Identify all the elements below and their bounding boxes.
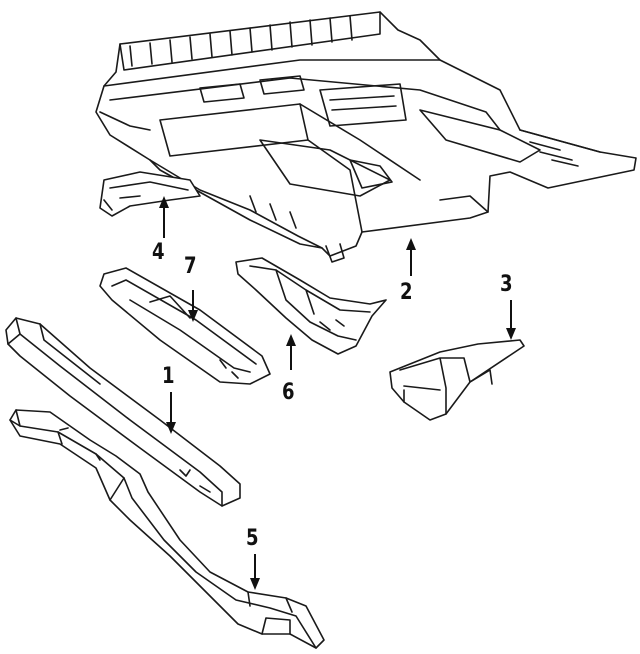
- callout-arrow-7: [188, 290, 198, 322]
- callout-arrow-5: [250, 554, 260, 590]
- mount-bracket-part: [389, 339, 525, 421]
- callout-label-4: 4: [152, 240, 165, 265]
- callout-label-2: 2: [400, 280, 413, 305]
- callout-label-5: 5: [246, 526, 259, 551]
- callout-arrow-1: [166, 392, 176, 434]
- side-rail-part: [5, 317, 241, 507]
- callout-label-1: 1: [162, 364, 175, 389]
- callout-label-7: 7: [184, 254, 197, 279]
- callout-arrow-2: [406, 238, 416, 276]
- callout-arrow-4: [159, 196, 169, 238]
- crossmember-part: [99, 267, 271, 385]
- callout-label-3: 3: [500, 272, 513, 297]
- side-bracket-part: [235, 257, 387, 355]
- callout-label-6: 6: [282, 380, 295, 405]
- callout-arrow-6: [286, 334, 296, 370]
- floor-pan-part: [95, 11, 637, 263]
- callout-arrow-3: [506, 300, 516, 340]
- frame-rail-part: [9, 409, 325, 649]
- floor-bracket-part: [99, 171, 201, 217]
